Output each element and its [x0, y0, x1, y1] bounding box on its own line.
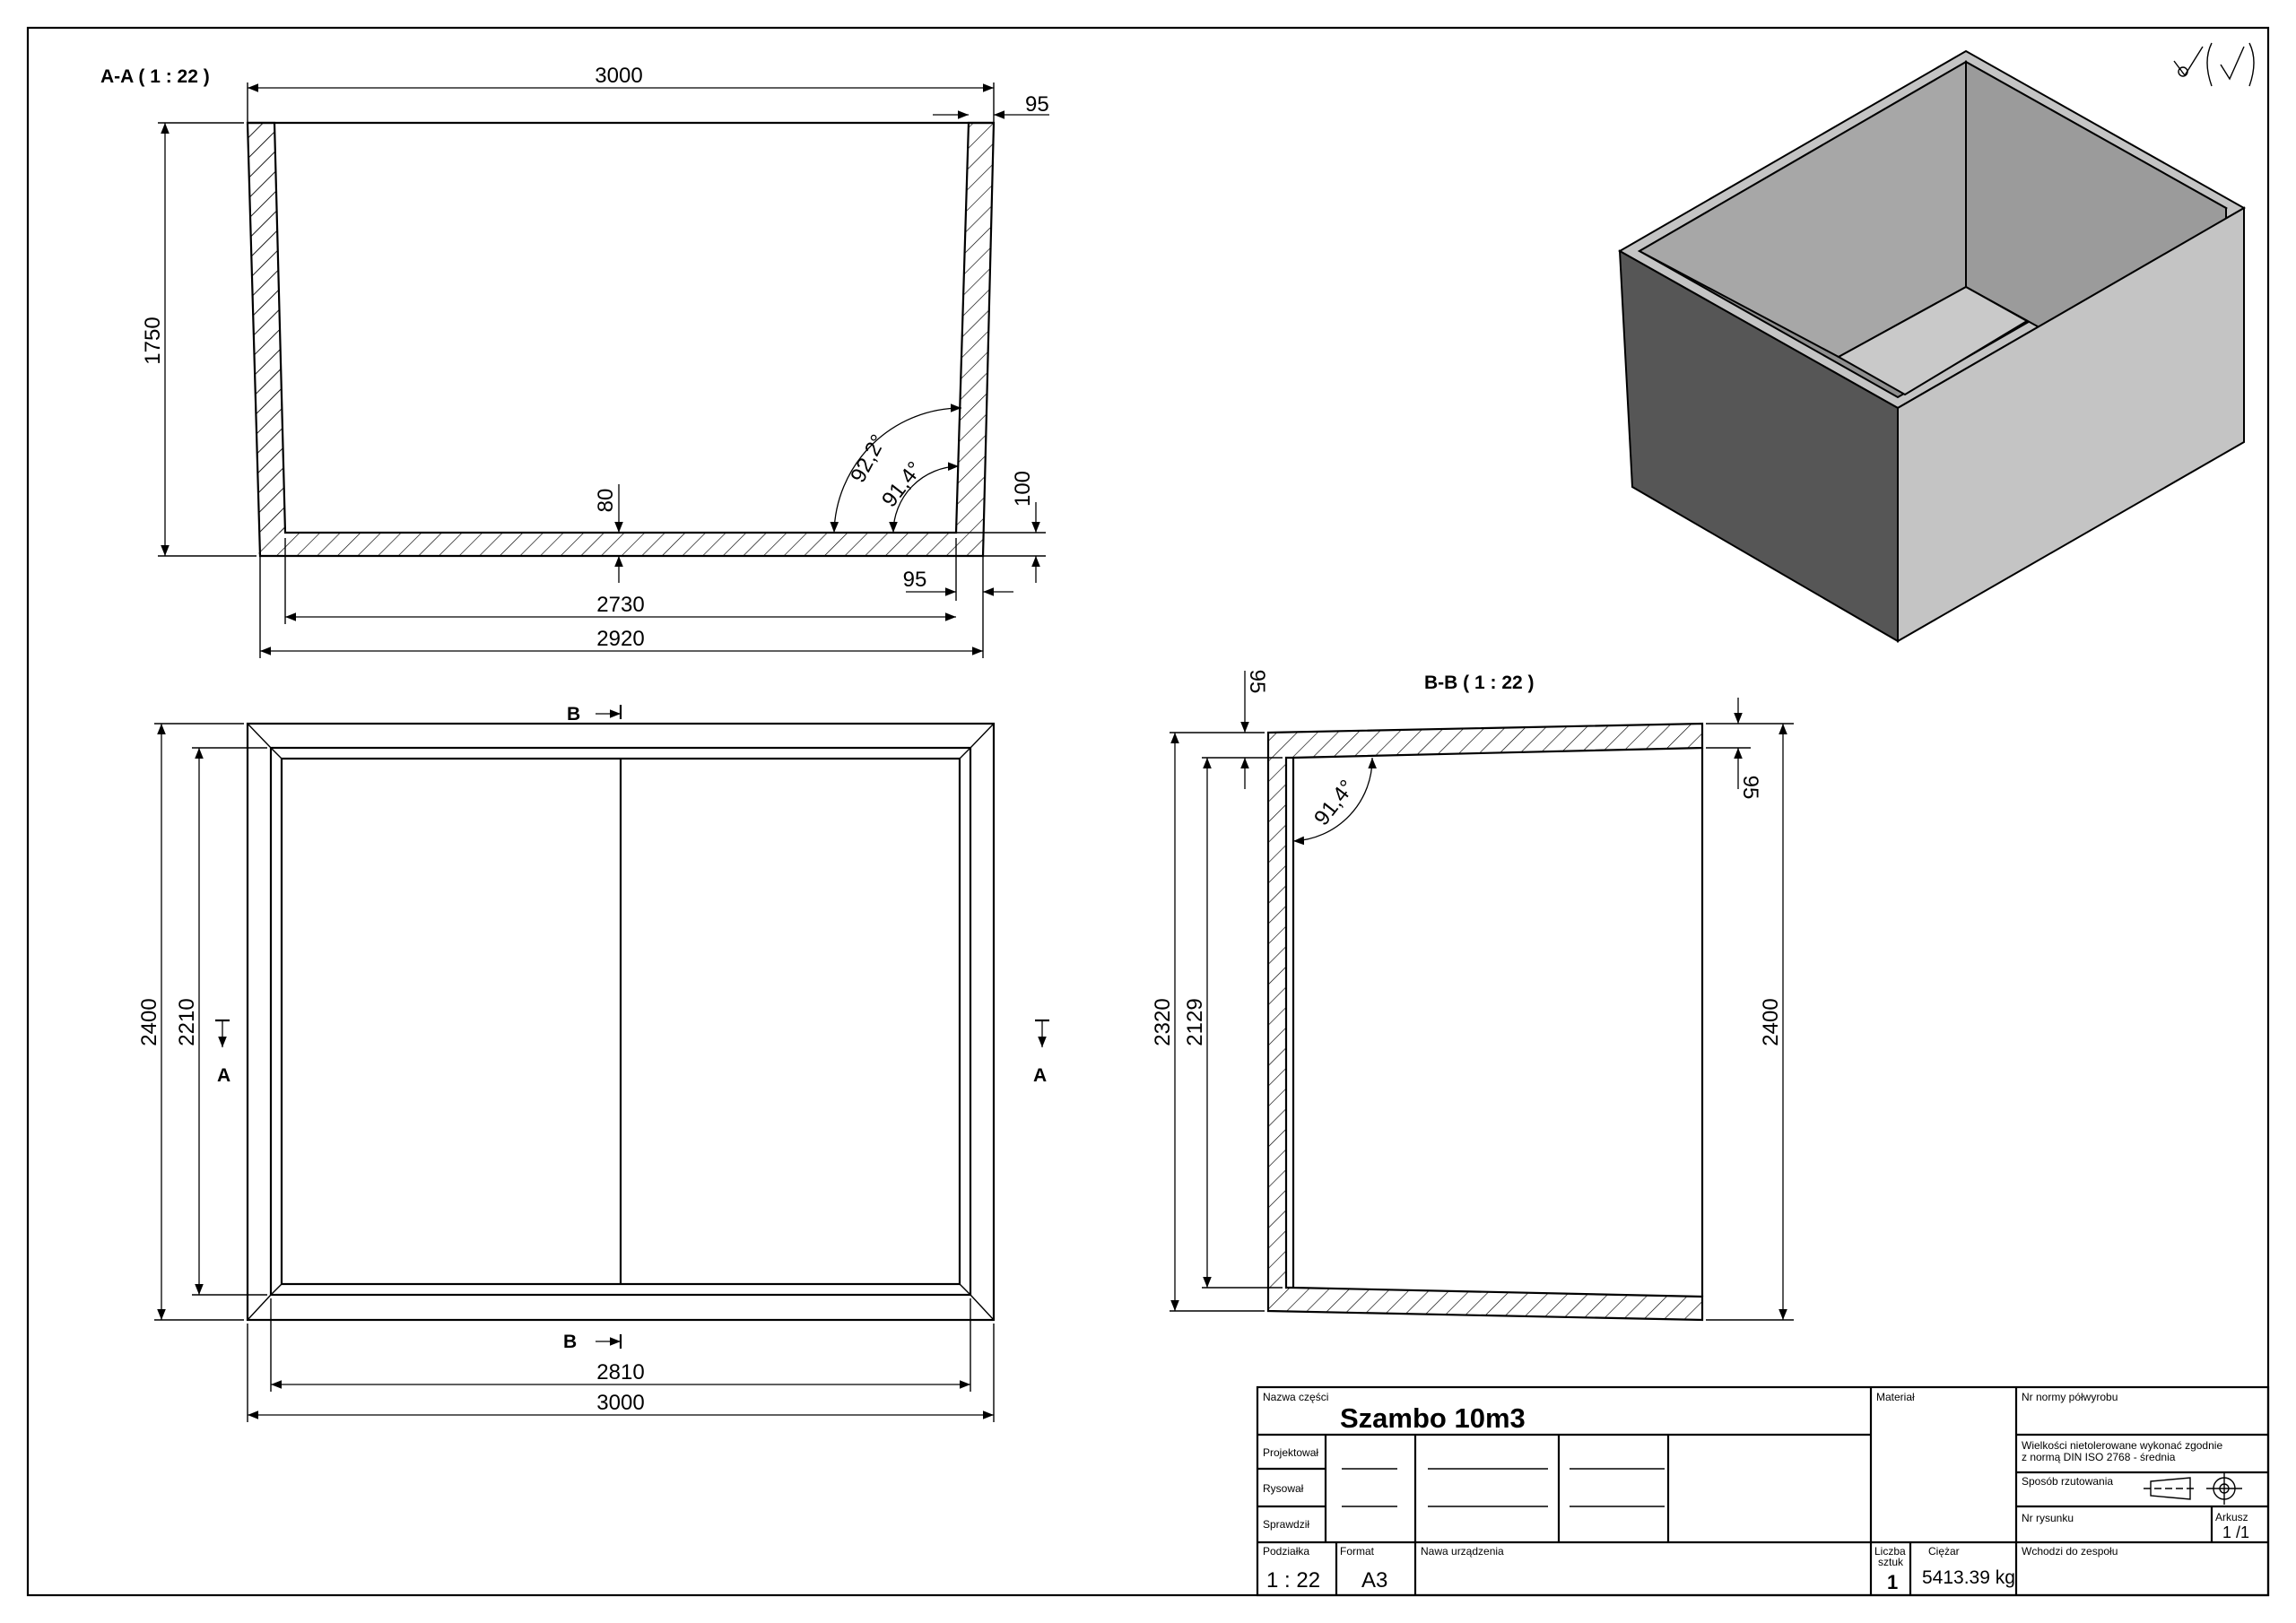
top-view: B B A A 2400 2210 2810 3000 — [137, 704, 1049, 1422]
dim-aa-height: 1750 — [141, 317, 165, 364]
tb-qty-label-2: sztuk — [1878, 1556, 1904, 1568]
isometric-view — [1617, 49, 2247, 643]
dim-top-outer-height: 2400 — [137, 998, 161, 1046]
tb-assembly-label: Wchodzi do zespołu — [2022, 1545, 2118, 1558]
tb-drawing-no-label: Nr rysunku — [2022, 1512, 2074, 1524]
dim-aa-bottom-offset: 80 — [594, 489, 618, 513]
title-block: Nazwa części Szambo 10m3 Materiał Nr nor… — [1256, 1385, 2270, 1597]
section-a-marker-right: A — [1033, 1065, 1047, 1086]
tb-material-label: Materiał — [1876, 1391, 1915, 1403]
dim-bb-outer-height: 2320 — [1151, 998, 1175, 1046]
tb-designed-label: Projektował — [1263, 1446, 1318, 1459]
dim-aa-top-width: 3000 — [595, 64, 642, 88]
dim-aa-inner-bottom: 2730 — [596, 593, 644, 617]
tb-sheet-label: Arkusz — [2215, 1511, 2248, 1523]
surface-finish-icon — [2173, 42, 2255, 87]
tb-drawn-label: Rysował — [1263, 1482, 1304, 1495]
tb-tolerance-line1: Wielkości nietolerowane wykonać zgodnie — [2022, 1439, 2222, 1452]
dim-bb-right-height: 2400 — [1759, 998, 1783, 1046]
sheet-border — [26, 26, 2270, 1597]
section-aa-view: A-A ( 1 : 22 ) 3000 95 1750 92,2° 91,4° … — [100, 64, 1049, 658]
tb-format-label: Format — [1340, 1545, 1375, 1558]
tb-scale-label: Podziałka — [1263, 1545, 1309, 1558]
dim-aa-angle-inner: 91,4° — [877, 457, 927, 512]
tb-projection-label: Sposób rzutowania — [2022, 1475, 2113, 1488]
section-b-marker-top: B — [567, 704, 580, 725]
dim-aa-outer-bottom: 2920 — [596, 627, 644, 651]
section-bb-view: B-B ( 1 : 22 ) 2320 2129 95 95 2400 91,4… — [1151, 670, 1794, 1322]
dim-bb-wall-top-left: 95 — [1245, 670, 1269, 694]
dim-aa-angle-outer: 92,2° — [846, 430, 891, 486]
dim-aa-wall-top: 95 — [1025, 92, 1049, 117]
section-b-marker-bottom: B — [563, 1332, 577, 1352]
dim-aa-wall-bottom: 95 — [903, 568, 927, 592]
tb-format-value: A3 — [1361, 1568, 1387, 1593]
dim-top-inner-width: 2810 — [596, 1360, 644, 1384]
projection-symbol-icon — [2144, 1472, 2242, 1505]
tb-standard-label: Nr normy półwyrobu — [2022, 1391, 2118, 1403]
tb-checked-label: Sprawdził — [1263, 1518, 1309, 1531]
section-a-marker-left: A — [217, 1065, 230, 1086]
dim-bb-inner-height: 2129 — [1183, 998, 1207, 1046]
tb-qty-label-1: Liczba — [1874, 1545, 1906, 1558]
tb-part-name-label: Nazwa części — [1263, 1391, 1328, 1403]
section-bb-label: B-B ( 1 : 22 ) — [1424, 673, 1535, 693]
dim-aa-bottom-thick: 100 — [1011, 471, 1035, 507]
tb-qty-value: 1 — [1887, 1571, 1898, 1593]
dim-top-outer-width: 3000 — [596, 1391, 644, 1415]
tb-weight-value: 5413.39 kg — [1922, 1567, 2015, 1588]
tb-device-label: Nawa urządzenia — [1421, 1545, 1504, 1558]
tb-scale-value: 1 : 22 — [1266, 1568, 1320, 1593]
tb-weight-label: Ciężar — [1928, 1545, 1960, 1558]
section-aa-label: A-A ( 1 : 22 ) — [100, 66, 210, 87]
tb-tolerance-line2: z normą DIN ISO 2768 - średnia — [2022, 1451, 2176, 1463]
dim-top-inner-height: 2210 — [175, 998, 199, 1046]
tb-sheet-value: 1 /1 — [2222, 1523, 2249, 1541]
tb-part-name: Szambo 10m3 — [1340, 1402, 1526, 1434]
dim-bb-wall-top-right: 95 — [1738, 776, 1762, 800]
dim-bb-angle: 91,4° — [1309, 776, 1360, 830]
